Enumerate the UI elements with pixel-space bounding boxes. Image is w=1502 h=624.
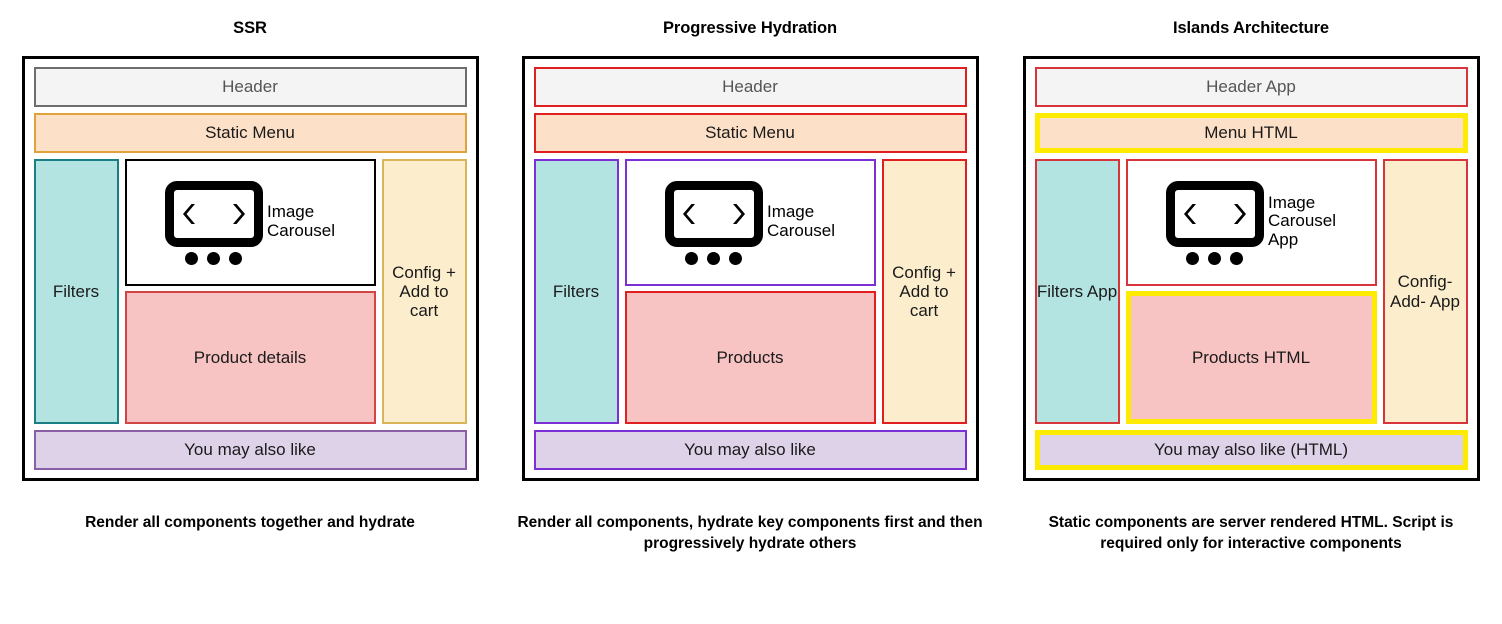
region-header-app: Header App [1034, 67, 1468, 107]
carousel-screen-icon [1165, 180, 1264, 247]
region-filters: Filters [33, 159, 119, 424]
carousel-icon [164, 180, 263, 265]
region-filters: Filters [533, 159, 619, 424]
page-frame-ssr: Header Static Menu Filters [21, 56, 479, 481]
region-config-add-app: Config- Add- App [1382, 159, 1468, 424]
panel-caption-ssr: Render all components together and hydra… [85, 514, 415, 531]
center-column: Image Carousel Product details [124, 159, 376, 424]
carousel-dot [1186, 251, 1200, 265]
panel-ssr: SSR Header Static Menu Filters [0, 0, 500, 624]
center-column: Image Carousel App Products HTML [1125, 159, 1377, 424]
carousel-dot [707, 251, 721, 265]
carousel-dot [185, 251, 199, 265]
carousel-screen-icon [164, 180, 263, 247]
carousel-dot [1208, 251, 1222, 265]
region-static-menu: Static Menu [33, 113, 467, 153]
panel-islands-architecture: Islands Architecture Header App Menu HTM… [1000, 0, 1502, 624]
chevron-left-icon [682, 203, 695, 224]
carousel-dot [1230, 251, 1244, 265]
region-header: Header [33, 67, 467, 107]
carousel-dot [207, 251, 221, 265]
carousel-dot [729, 251, 743, 265]
page-frame-progressive-hydration: Header Static Menu Filters [521, 56, 979, 481]
right-column: Config- Add- App [1382, 159, 1468, 424]
region-products-html: Products HTML [1125, 291, 1377, 424]
region-config-add-to-cart: Config + Add to cart [881, 159, 967, 424]
region-you-may-also-like: You may also like [33, 430, 467, 470]
right-column: Config + Add to cart [881, 159, 967, 424]
carousel-label: Image Carousel [766, 201, 836, 240]
panel-caption-progressive-hydration: Render all components, hydrate key compo… [517, 514, 983, 552]
left-column: Filters App [1034, 159, 1120, 424]
region-you-may-also-like: You may also like [533, 430, 967, 470]
carousel-icon [1165, 180, 1264, 265]
region-you-may-also-like-html: You may also like (HTML) [1034, 430, 1468, 470]
mid-row: Filters App [1034, 159, 1468, 424]
region-image-carousel-app: Image Carousel App [1125, 159, 1377, 287]
carousel-label: Image Carousel App [1267, 192, 1337, 249]
region-menu-html: Menu HTML [1034, 113, 1468, 153]
right-column: Config + Add to cart [381, 159, 467, 424]
panel-caption-islands-architecture: Static components are server rendered HT… [1048, 514, 1454, 552]
panel-title-islands-architecture: Islands Architecture [1172, 19, 1330, 37]
mid-row: Filters [533, 159, 967, 424]
center-column: Image Carousel Products [624, 159, 876, 424]
chevron-right-icon [732, 203, 745, 224]
carousel-icon [664, 180, 763, 265]
chevron-left-icon [182, 203, 195, 224]
carousel-dot [229, 251, 243, 265]
region-filters-app: Filters App [1034, 159, 1120, 424]
page-frame-islands-architecture: Header App Menu HTML Filters App [1022, 56, 1480, 481]
carousel-dots [685, 251, 743, 265]
region-image-carousel: Image Carousel [124, 159, 376, 287]
panel-title-ssr: SSR [233, 19, 267, 37]
carousel-dot [685, 251, 699, 265]
left-column: Filters [33, 159, 119, 424]
carousel-label: Image Carousel [266, 201, 336, 240]
chevron-right-icon [232, 203, 245, 224]
panel-title-progressive-hydration: Progressive Hydration [663, 19, 837, 37]
region-products: Products [624, 291, 876, 424]
region-header: Header [533, 67, 967, 107]
chevron-left-icon [1183, 203, 1196, 224]
region-config-add-to-cart: Config + Add to cart [381, 159, 467, 424]
region-static-menu: Static Menu [533, 113, 967, 153]
carousel-screen-icon [664, 180, 763, 247]
region-image-carousel: Image Carousel [624, 159, 876, 287]
carousel-dots [1186, 251, 1244, 265]
region-products: Product details [124, 291, 376, 424]
mid-row: Filters [33, 159, 467, 424]
panel-progressive-hydration: Progressive Hydration Header Static Menu… [500, 0, 1000, 624]
chevron-right-icon [1233, 203, 1246, 224]
left-column: Filters [533, 159, 619, 424]
carousel-dots [185, 251, 243, 265]
